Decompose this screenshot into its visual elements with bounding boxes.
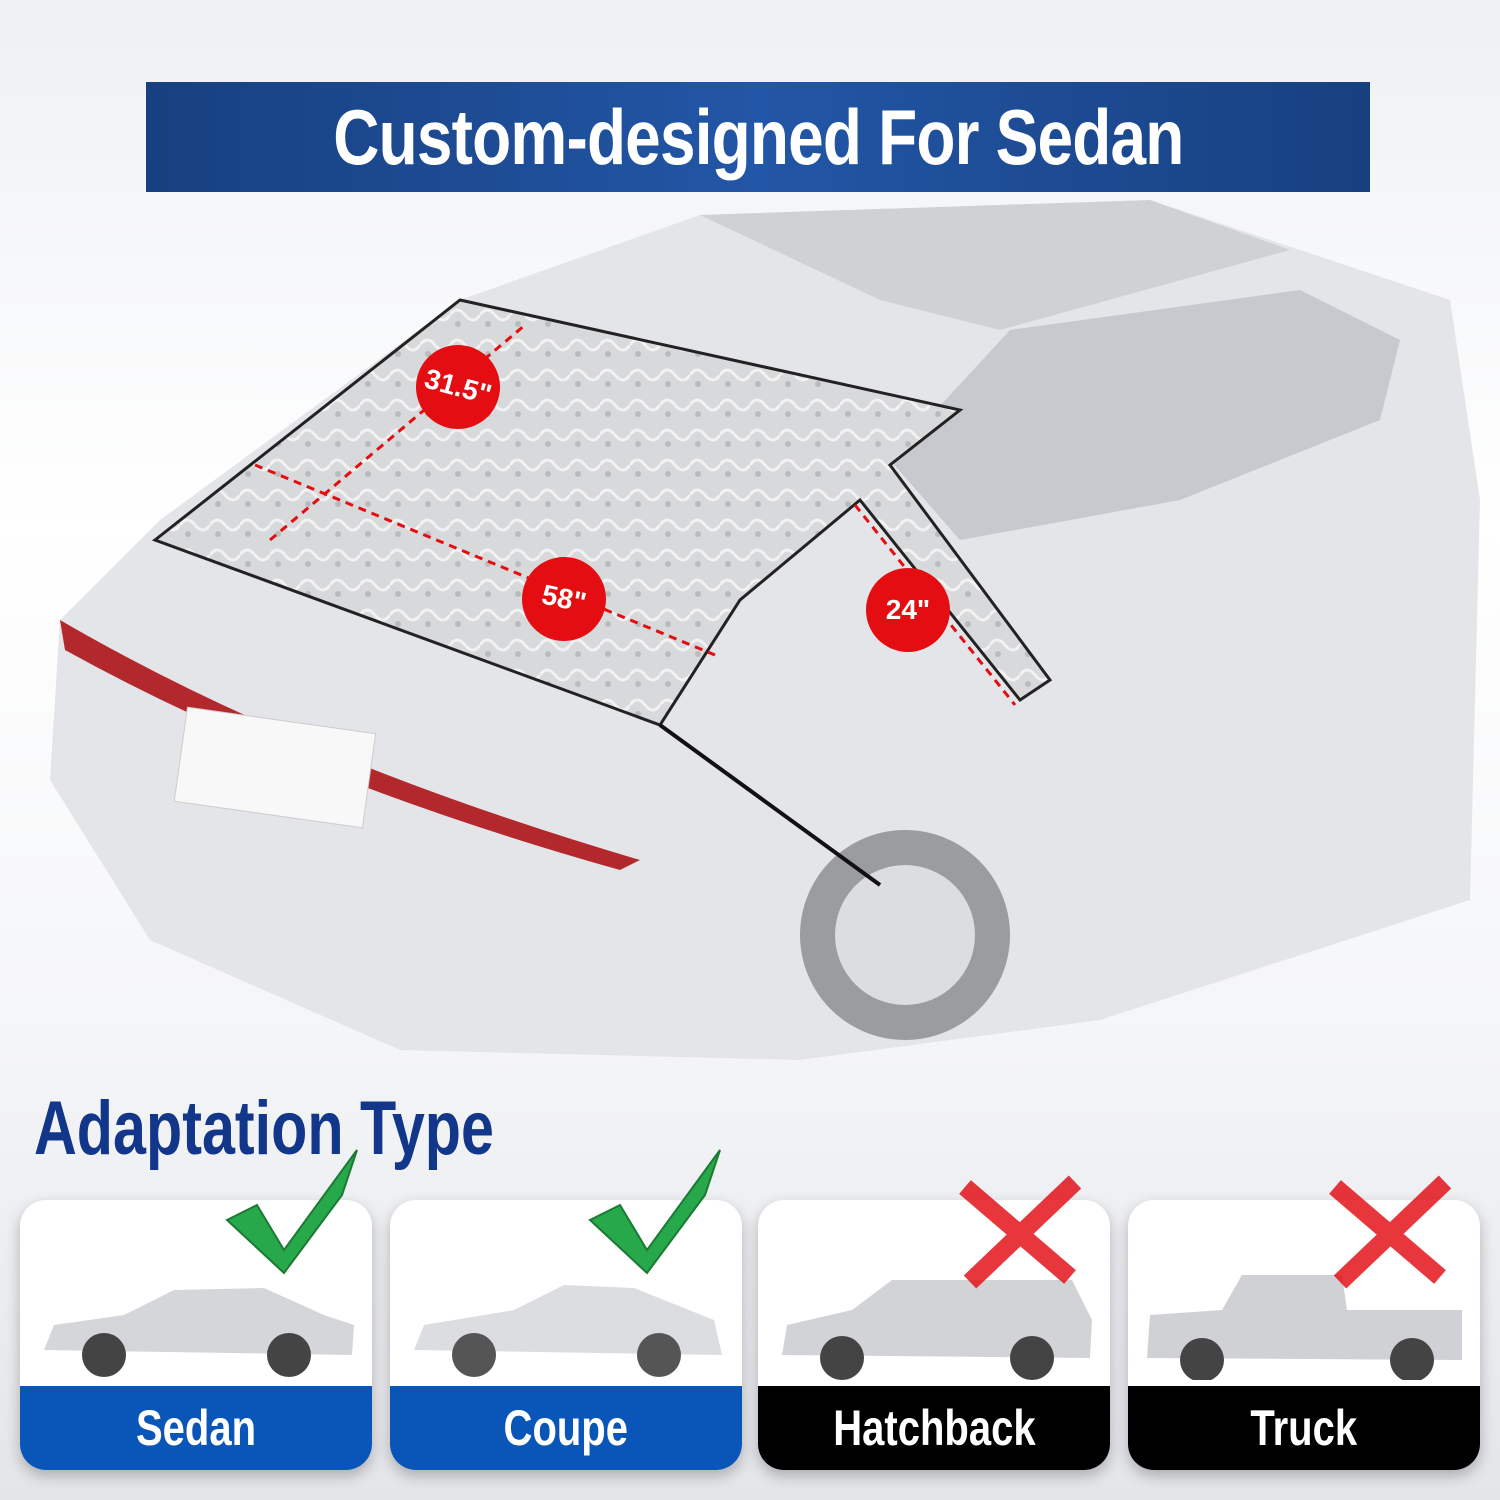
- cross-icon: [959, 1175, 1082, 1289]
- type-label: Truck: [1250, 1400, 1358, 1456]
- truck-car-image: [1147, 1275, 1462, 1380]
- type-label: Sedan: [135, 1400, 257, 1456]
- adaptation-title: Adaptation Type: [34, 1086, 494, 1171]
- type-label-band: Sedan: [20, 1386, 372, 1470]
- type-label: Hatchback: [832, 1400, 1036, 1456]
- coupe-car-image: [414, 1285, 722, 1377]
- check-icon: [225, 1149, 358, 1275]
- cross-icon: [1329, 1175, 1452, 1289]
- title-banner: Custom-designed For Sedan: [146, 82, 1370, 192]
- type-card-hatchback: Hatchback: [758, 1200, 1110, 1470]
- type-card-coupe: Coupe: [390, 1200, 742, 1470]
- type-label-band: Truck: [1128, 1386, 1480, 1470]
- car-illustration: 31.5" 58" 24": [0, 190, 1500, 1070]
- page-title: Custom-designed For Sedan: [332, 92, 1184, 181]
- hatchback-car-image: [782, 1280, 1092, 1380]
- car-with-cover-image: [50, 200, 1480, 1060]
- type-label-band: Hatchback: [758, 1386, 1110, 1470]
- type-label: Coupe: [503, 1400, 629, 1456]
- type-card-truck: Truck: [1128, 1200, 1480, 1470]
- check-icon: [588, 1149, 721, 1275]
- type-label-band: Coupe: [390, 1386, 742, 1470]
- dimension-badge-side: 24": [866, 568, 950, 652]
- sedan-car-image: [44, 1288, 354, 1377]
- type-card-sedan: Sedan: [20, 1200, 372, 1470]
